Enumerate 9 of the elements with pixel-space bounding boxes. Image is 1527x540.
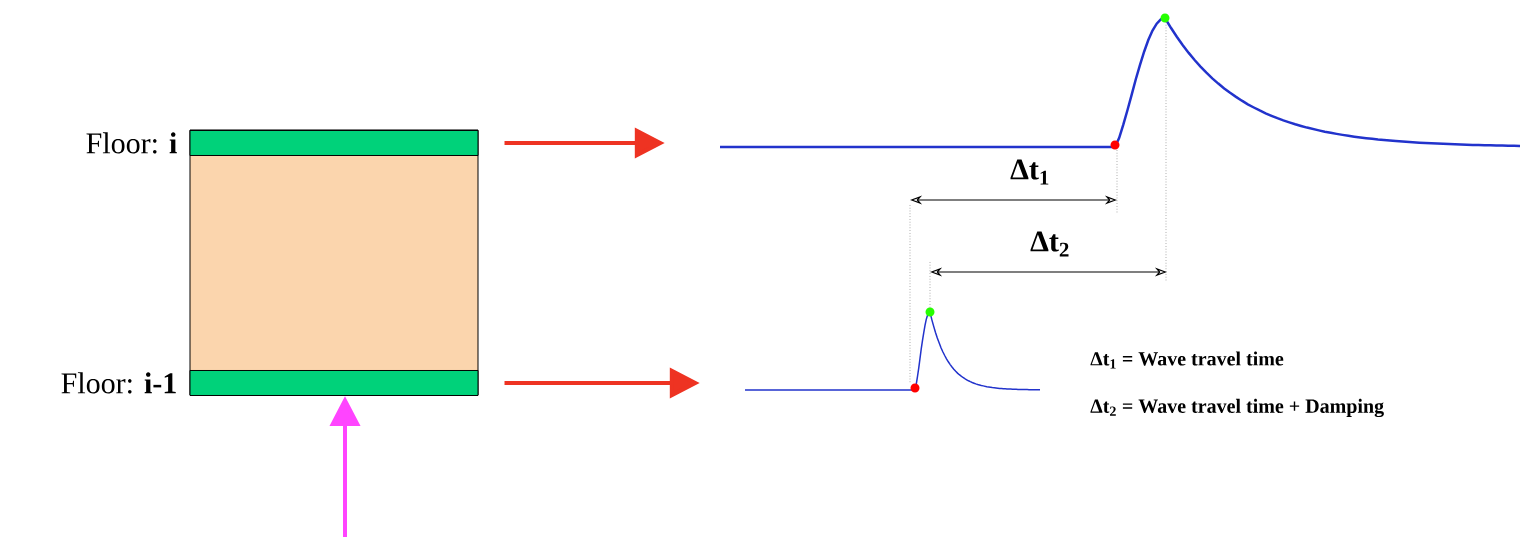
- floor-slab: [189, 370, 479, 396]
- definition-text: Δt$_{2}$ = Wave travel time + Damping: [1090, 398, 1384, 418]
- signal-drawing: [720, 13, 1521, 150]
- floor-label: Floor: i: [86, 132, 177, 154]
- dimension-label: Δt$_{2}$: [1030, 231, 1069, 257]
- definition-text: Δt$_{1}$ = Wave travel time: [1090, 351, 1284, 369]
- signal-drawing: [744, 307, 1041, 393]
- floor-slab: [189, 130, 479, 156]
- floor-label: Floor: i-1: [61, 372, 176, 394]
